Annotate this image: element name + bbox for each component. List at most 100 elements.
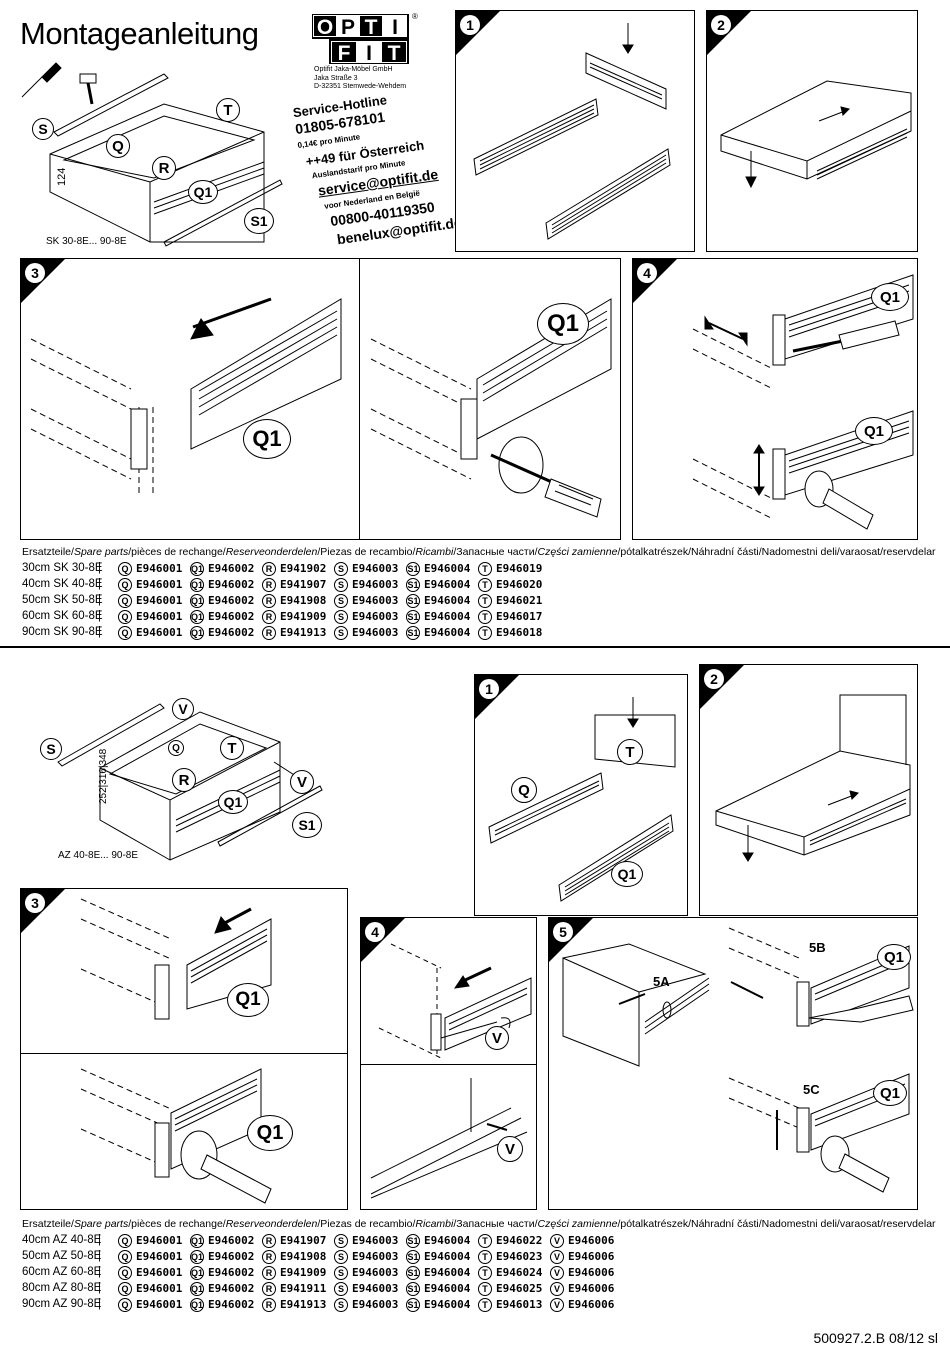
part-code: E946001 <box>136 578 183 592</box>
step-number: 2 <box>710 671 718 687</box>
az-step5-label-5b: 5B <box>809 940 826 955</box>
part-key-badge: S1 <box>406 594 420 608</box>
part-code: E941908 <box>280 1250 327 1264</box>
parts-separator: | <box>98 1266 101 1278</box>
sk-dimension: 124 <box>56 168 68 186</box>
part-key-badge: S <box>334 578 348 592</box>
az-label-t: T <box>220 736 244 760</box>
part-key-badge: S <box>334 610 348 624</box>
part-key-badge: S1 <box>406 1282 420 1296</box>
part-key-badge: S1 <box>406 610 420 624</box>
part-code: E946002 <box>208 594 255 608</box>
part-key-badge: V <box>550 1266 564 1280</box>
az-label-r: R <box>172 768 196 792</box>
part-key-badge: Q1 <box>190 562 205 576</box>
part-code: E946025 <box>496 1282 543 1296</box>
step-number: 3 <box>31 265 39 281</box>
part-code: E946004 <box>424 562 471 576</box>
part-code: E941909 <box>280 610 327 624</box>
part-key-badge: Q <box>118 610 132 624</box>
az-step5-label-5a: 5A <box>653 974 670 989</box>
part-code: E946002 <box>208 1282 255 1296</box>
part-key-badge: S <box>334 562 348 576</box>
part-code: E946001 <box>136 1234 183 1248</box>
part-code: E946003 <box>352 1234 399 1248</box>
az-step3-q1-bottom: Q1 <box>247 1115 293 1151</box>
document-number: 500927.2.B 08/12 sl <box>813 1330 938 1346</box>
az-dimension: 252|316|348 <box>98 748 109 804</box>
part-code: E946004 <box>424 1298 471 1312</box>
step-number-badge: 3 <box>21 259 65 303</box>
parts-separator: | <box>98 562 101 574</box>
part-key-badge: T <box>478 578 492 592</box>
part-code: E946021 <box>496 594 543 608</box>
az-step-5-panel: 5 5A 5B 5C Q1 Q1 <box>548 917 918 1210</box>
part-code: E946002 <box>208 578 255 592</box>
sk-caption: SK 30-8E... 90-8E <box>46 236 127 247</box>
svg-text:I: I <box>392 16 398 39</box>
part-code: E946002 <box>208 610 255 624</box>
part-key-badge: R <box>262 610 276 624</box>
step-number: 5 <box>559 924 567 940</box>
divider <box>359 259 360 539</box>
sk-step3-q1-right: Q1 <box>537 303 589 345</box>
part-code: E946001 <box>136 594 183 608</box>
part-code: E946017 <box>496 610 543 624</box>
part-key-badge: V <box>550 1282 564 1296</box>
parts-separator: | <box>98 610 101 622</box>
part-code: E946018 <box>496 626 543 640</box>
part-code: E946024 <box>496 1266 543 1280</box>
part-key-badge: T <box>478 1298 492 1312</box>
step-number-badge: 2 <box>700 665 744 709</box>
divider <box>21 1053 347 1054</box>
step-number: 1 <box>485 681 493 697</box>
part-key-badge: T <box>478 1234 492 1248</box>
sk-step-2-illustration <box>720 80 912 189</box>
sk-step-1-illustration <box>473 23 671 240</box>
step-number: 4 <box>643 265 651 281</box>
parts-model: 60cm AZ 60-8E <box>22 1266 102 1278</box>
part-code: E941913 <box>280 626 327 640</box>
part-code: E941907 <box>280 1234 327 1248</box>
step-number-badge: 4 <box>361 918 405 962</box>
part-key-badge: R <box>262 594 276 608</box>
part-code: E946001 <box>136 1282 183 1296</box>
svg-text:T: T <box>365 16 378 39</box>
part-key-badge: S <box>334 594 348 608</box>
az-step-2-panel: 2 <box>699 664 918 916</box>
parts-model: 90cm SK 90-8E <box>22 626 103 638</box>
part-key-badge: Q <box>118 1298 132 1312</box>
part-code: E946002 <box>208 1234 255 1248</box>
company-address: Optifit Jaka-Möbel GmbH Jaka Straße 3 D-… <box>314 66 406 92</box>
step-number: 2 <box>717 17 725 33</box>
